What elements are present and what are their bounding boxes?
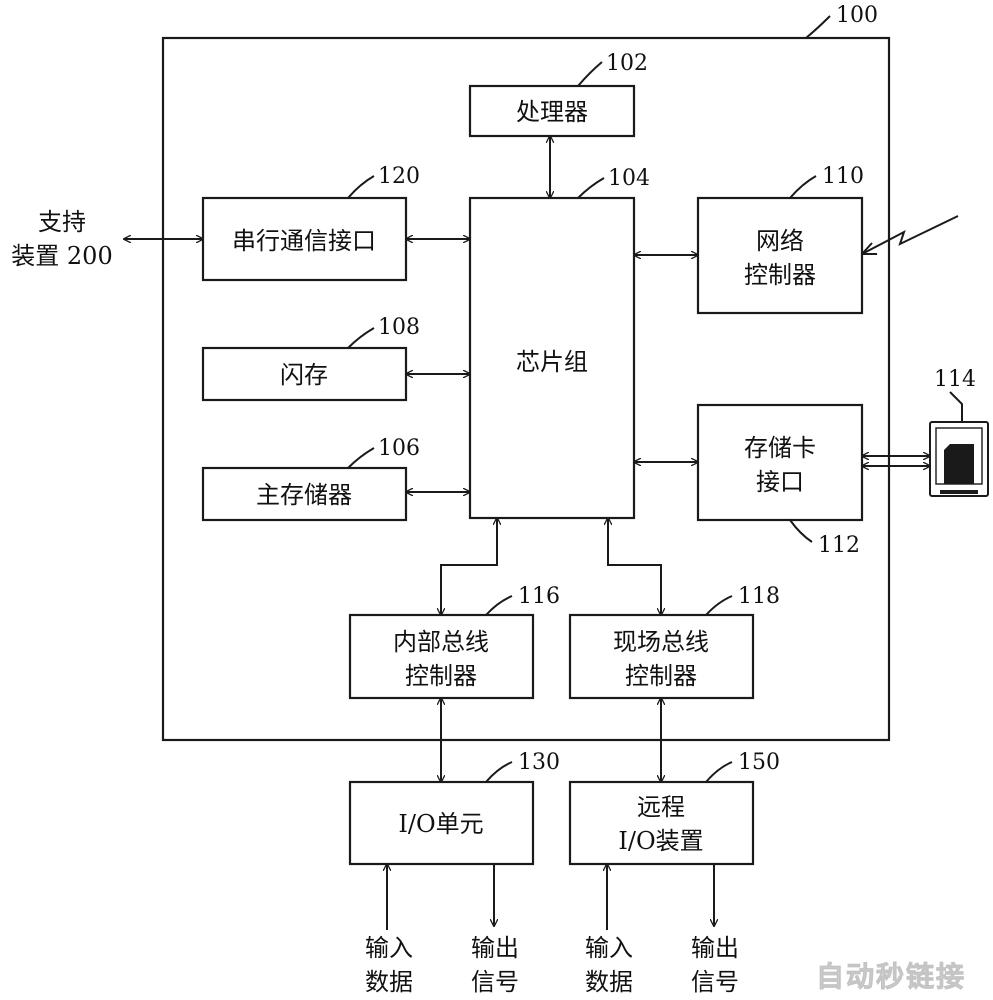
card-interface-label-2: 接口 [756, 468, 804, 496]
watermark: 自动秒链接 [816, 960, 966, 993]
ref-internal-bus: 116 [518, 584, 560, 609]
support-device-label-2: 装置 200 [11, 242, 112, 270]
network-controller-label-2: 控制器 [744, 261, 816, 289]
ref-system: 100 [836, 3, 878, 28]
flash-block [201, 346, 408, 402]
serial-interface-label: 串行通信接口 [232, 227, 376, 255]
processor-label: 处理器 [516, 98, 588, 126]
flash-label: 闪存 [280, 361, 328, 389]
ref-serial-interface: 120 [378, 164, 420, 189]
ref-io-unit: 130 [518, 750, 560, 775]
io-unit-output-label-1: 输出 [471, 934, 519, 962]
ref-flash: 108 [378, 315, 420, 340]
internal-bus-label-2: 控制器 [405, 662, 477, 690]
io-unit-input-label-1: 输入 [365, 934, 413, 962]
main-memory-label: 主存储器 [256, 481, 352, 509]
memory-card-icon [929, 421, 989, 497]
ref-field-bus: 118 [738, 584, 780, 609]
field-bus-controller-block [568, 613, 755, 700]
ref-remote-io: 150 [738, 750, 780, 775]
main-memory-block [201, 466, 408, 522]
remote-io-block [568, 780, 755, 866]
ref-card-interface: 112 [818, 533, 860, 558]
internal-bus-controller-block [348, 613, 535, 700]
io-unit-label: I/O单元 [398, 810, 483, 838]
remote-io-input-label-2: 数据 [585, 968, 633, 996]
ref-processor: 102 [606, 51, 648, 76]
remote-io-output-label-1: 输出 [691, 934, 739, 962]
connector-chipset-field-bus [608, 518, 661, 615]
connector-chipset-internal-bus [441, 518, 497, 615]
wireless-icon [861, 215, 959, 255]
network-controller-label-1: 网络 [756, 227, 804, 255]
remote-io-label-2: I/O装置 [618, 827, 703, 855]
field-bus-label-1: 现场总线 [613, 628, 709, 656]
remote-io-label-1: 远程 [637, 793, 685, 821]
network-controller-block [696, 196, 864, 315]
ref-main-memory: 106 [378, 436, 420, 461]
ref-memory-card: 114 [934, 367, 976, 392]
card-interface-label-1: 存储卡 [744, 434, 816, 462]
io-unit-output-label-2: 信号 [471, 968, 519, 996]
card-interface-block [696, 403, 864, 522]
ref-network: 110 [822, 164, 864, 189]
connectors [124, 136, 930, 930]
ref-chipset: 104 [608, 166, 650, 191]
internal-bus-label-1: 内部总线 [393, 628, 489, 656]
chipset-label: 芯片组 [516, 348, 588, 376]
support-device-label-1: 支持 [38, 208, 86, 236]
remote-io-output-label-2: 信号 [691, 968, 739, 996]
io-unit-input-label-2: 数据 [365, 968, 413, 996]
field-bus-label-2: 控制器 [625, 662, 697, 690]
remote-io-input-label-1: 输入 [585, 934, 633, 962]
processor-block [468, 84, 636, 138]
